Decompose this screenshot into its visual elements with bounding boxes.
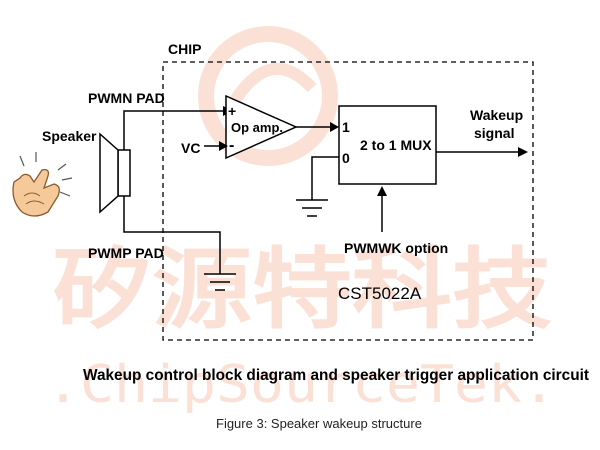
pwmn-wire — [123, 110, 226, 150]
figure-caption: Figure 3: Speaker wakeup structure — [216, 416, 422, 431]
mux-input-0: 0 — [342, 150, 350, 166]
watermark-english: .ChipSourceTek. — [46, 355, 556, 415]
mux-box — [338, 105, 437, 185]
speaker-icon — [99, 132, 131, 214]
option-arrow — [377, 186, 387, 196]
part-number: CST5022A — [338, 284, 422, 303]
pwmp-wire — [123, 196, 221, 274]
opamp-triangle — [225, 94, 298, 160]
diagram-title: Wakeup control block diagram and speaker… — [83, 367, 590, 384]
opamp-plus: + — [228, 103, 236, 119]
chip-label: CHIP — [168, 41, 201, 57]
wakeup-label-line2: signal — [474, 125, 514, 141]
opamp-output-arrow — [330, 122, 339, 132]
vc-label: VC — [181, 140, 200, 156]
mux-label: 2 to 1 MUX — [360, 137, 432, 153]
watermark-logo-swoosh — [222, 62, 317, 115]
pwmwk-option-label: PWMWK option — [344, 240, 448, 256]
opamp-minus: - — [229, 137, 234, 154]
mux-input0-ground-wire — [311, 156, 339, 200]
vc-arrow — [219, 141, 228, 151]
speaker-label: Speaker — [42, 128, 97, 144]
mux-ground-symbol — [296, 199, 328, 217]
watermark-chinese: 矽源特科技 — [52, 238, 552, 341]
pwmp-ground-symbol — [204, 273, 236, 291]
mux-output-arrow — [518, 147, 528, 157]
clapping-hand-icon — [12, 152, 73, 217]
chip-boundary — [162, 61, 534, 341]
pwmn-pad-label: PWMN PAD — [88, 90, 165, 106]
watermark: 矽源特科技 .ChipSourceTek. — [46, 26, 556, 415]
pwmp-pad-label: PWMP PAD — [88, 245, 164, 261]
mux-input-1: 1 — [342, 119, 350, 135]
watermark-logo-ring — [198, 26, 338, 166]
wakeup-label-line1: Wakeup — [470, 107, 523, 123]
opamp-label: Op amp. — [231, 120, 283, 135]
